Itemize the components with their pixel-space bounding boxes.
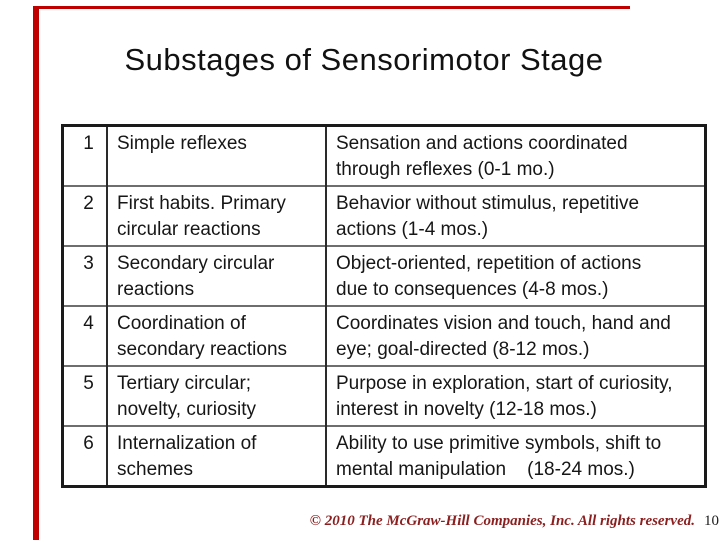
copyright-text: © 2010 The McGraw-Hill Companies, Inc. A… — [309, 513, 695, 529]
slide-title: Substages of Sensorimotor Stage — [124, 42, 604, 77]
substage-cell: Secondary circular reactions — [107, 246, 327, 306]
description-cell: Coordinates vision and touch, hand and e… — [336, 313, 671, 360]
description-cell: Ability to use primitive symbols, shift … — [336, 433, 662, 480]
description-cell: Object-oriented, repetition of actions d… — [336, 253, 642, 300]
substage-cell: Simple reflexes — [107, 125, 327, 186]
substage-cell: Coordination of secondary reactions — [107, 306, 327, 366]
red-accent-left-bar — [33, 6, 39, 540]
slide-footer: © 2010 The McGraw-Hill Companies, Inc. A… — [310, 513, 719, 530]
substage-cell: Tertiary circular; novelty, curiosity — [107, 366, 327, 426]
row-number-cell: 4 — [62, 306, 108, 366]
row-number-cell: 6 — [62, 426, 108, 487]
red-accent-top-line — [33, 6, 630, 9]
row-number-cell: 3 — [62, 246, 108, 306]
substage-cell: First habits. Primary circular reactions — [107, 186, 327, 246]
description-cell: Behavior without stimulus, repetitive ac… — [336, 193, 640, 240]
substage-cell: Internalization of schemes — [107, 426, 327, 487]
description-cell: Sensation and actions coordinated throug… — [336, 133, 628, 180]
row-number-cell: 2 — [62, 186, 108, 246]
description-cell: Purpose in exploration, start of curiosi… — [336, 373, 673, 420]
row-number-cell: 1 — [62, 125, 108, 186]
page-number: 10 — [704, 513, 719, 529]
row-number-cell: 5 — [62, 366, 108, 426]
